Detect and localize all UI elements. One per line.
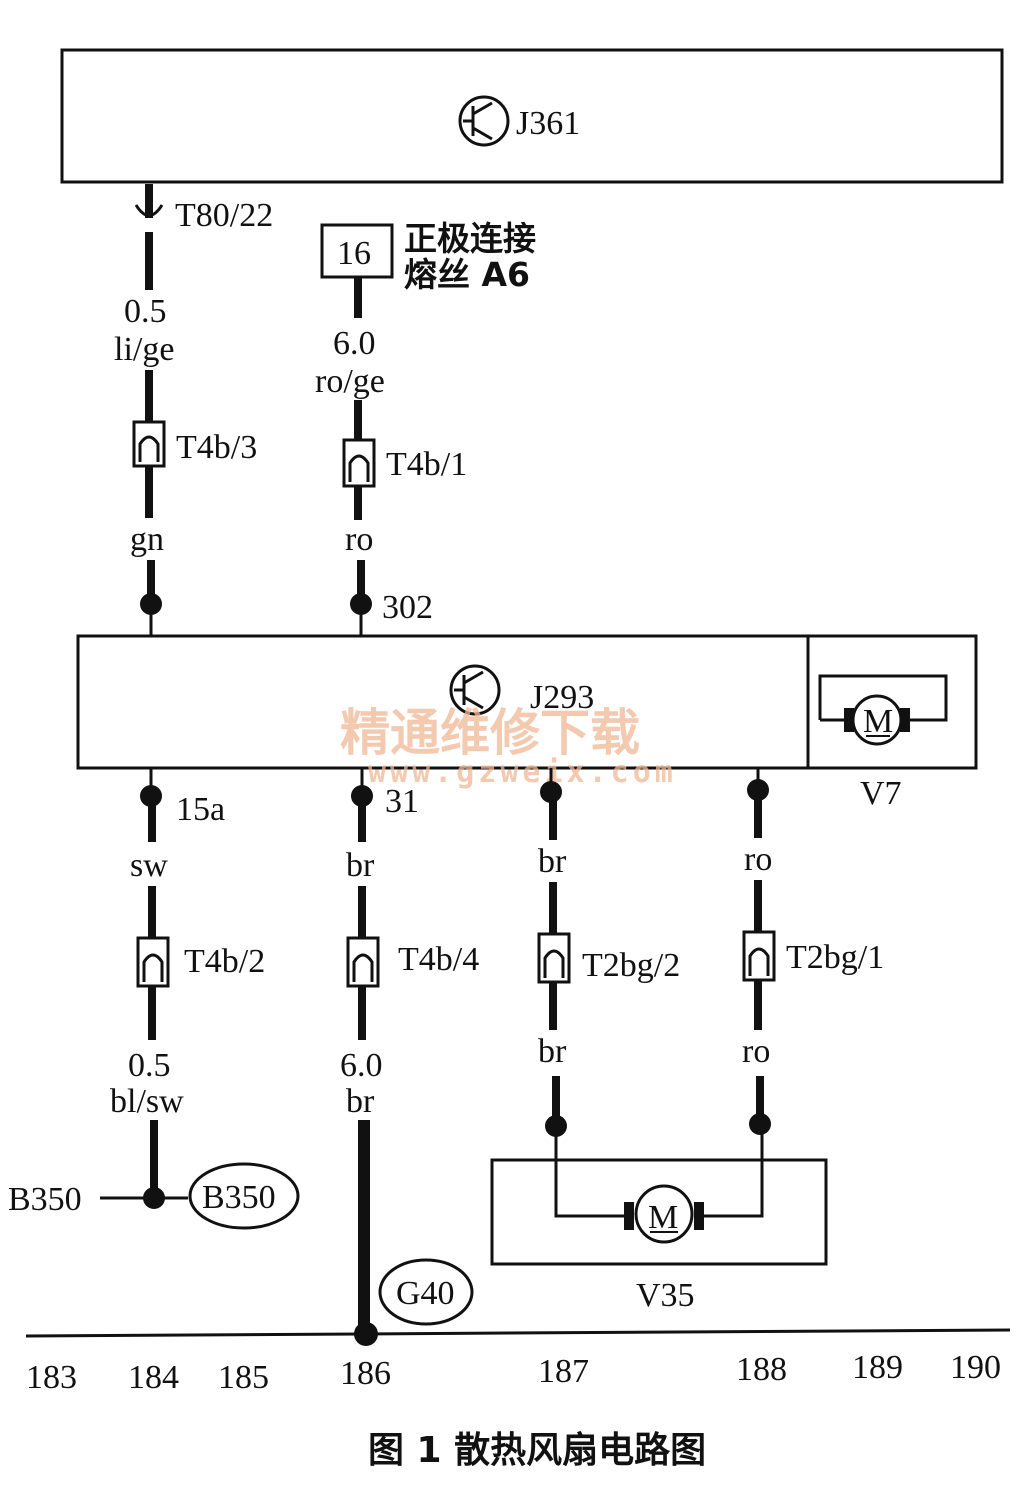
fuse-number: 16 bbox=[337, 235, 371, 272]
v35-box bbox=[490, 1158, 828, 1266]
connector-t2bg-1 bbox=[742, 930, 776, 982]
wire-186-mid-color: ro bbox=[345, 521, 373, 558]
svg-text:M: M bbox=[648, 1199, 678, 1236]
column-number: 187 bbox=[538, 1353, 589, 1390]
wire-184-bot-size: 0.5 bbox=[128, 1047, 171, 1084]
column-number: 189 bbox=[852, 1349, 903, 1386]
figure-caption: 图 1 散热风扇电路图 bbox=[368, 1430, 706, 1471]
wire-188-color-b: ro bbox=[742, 1033, 770, 1070]
ground-g40-circle bbox=[378, 1258, 474, 1326]
v35-motor-icon: M bbox=[624, 1184, 704, 1244]
connector-t4b-2 bbox=[136, 936, 170, 988]
wire-187-color-b: br bbox=[538, 1033, 567, 1070]
connector-t4b-3 bbox=[132, 420, 166, 468]
column-number: 188 bbox=[736, 1351, 787, 1388]
wire-184-mid-color: gn bbox=[130, 521, 164, 558]
wire-186-bot-color-a: br bbox=[346, 847, 375, 884]
v7-motor-icon: M bbox=[844, 694, 910, 746]
column-number: 183 bbox=[26, 1359, 77, 1396]
watermark-url: www.gzweix.com bbox=[368, 755, 677, 790]
connector-t4b-4 bbox=[346, 936, 380, 988]
terminal-31: 31 bbox=[385, 783, 419, 820]
j293-label: J293 bbox=[530, 679, 594, 716]
ground-b350-circle-label: B350 bbox=[202, 1179, 276, 1216]
wire-186-top-color: ro/ge bbox=[315, 363, 385, 400]
terminal-15a: 15a bbox=[176, 791, 225, 828]
transistor-icon bbox=[449, 664, 501, 716]
v7-label: V7 bbox=[860, 775, 902, 812]
column-number: 190 bbox=[950, 1349, 1001, 1386]
connector-t4b-4-label: T4b/4 bbox=[398, 941, 479, 978]
connector-t2bg-2 bbox=[537, 932, 571, 984]
wire-184-bot-color-b: bl/sw bbox=[110, 1083, 184, 1120]
column-number: 185 bbox=[218, 1359, 269, 1396]
j361-box bbox=[60, 48, 1004, 184]
junction-188-bottom bbox=[749, 1113, 771, 1135]
ground-g40-label: G40 bbox=[396, 1275, 455, 1312]
watermark-cn: 精通维修下载 bbox=[340, 704, 640, 762]
v35-wiring bbox=[554, 1124, 764, 1218]
ground-b350-circle bbox=[188, 1162, 300, 1230]
terminal-302: 302 bbox=[382, 589, 433, 626]
svg-text:M: M bbox=[863, 703, 893, 740]
wire-186-top-size: 6.0 bbox=[333, 325, 376, 362]
column-number: 186 bbox=[340, 1355, 391, 1392]
junction-b350 bbox=[143, 1187, 165, 1209]
ground-bus bbox=[25, 1328, 1011, 1338]
connector-t4b-1 bbox=[342, 438, 376, 488]
fuse-desc-line2: 熔丝 A6 bbox=[404, 255, 530, 294]
v35-label: V35 bbox=[636, 1277, 695, 1314]
connector-t4b-2-label: T4b/2 bbox=[184, 943, 265, 980]
connector-t4b-3-label: T4b/3 bbox=[176, 429, 257, 466]
transistor-icon bbox=[458, 95, 510, 147]
fuse-desc-line1: 正极连接 bbox=[404, 219, 536, 258]
wire-186-bot-size: 6.0 bbox=[340, 1047, 383, 1084]
wire-187-color-a: br bbox=[538, 843, 567, 880]
ground-b350-line: B350 bbox=[8, 1181, 82, 1218]
connector-t80-22-label: T80/22 bbox=[175, 197, 273, 234]
wire-184-bot-color-a: sw bbox=[130, 847, 168, 884]
connector-t4b-1-label: T4b/1 bbox=[386, 446, 467, 483]
wire-184-top-size: 0.5 bbox=[124, 293, 167, 330]
j361-label: J361 bbox=[516, 105, 580, 142]
v7-loop bbox=[818, 674, 948, 722]
j293-box bbox=[76, 634, 978, 770]
connector-t2bg-2-label: T2bg/2 bbox=[582, 947, 680, 984]
connector-t2bg-1-label: T2bg/1 bbox=[786, 939, 884, 976]
wire-188-color-a: ro bbox=[744, 841, 772, 878]
wire-184-top-color: li/ge bbox=[114, 331, 174, 368]
wire-186-bot-color-b: br bbox=[346, 1083, 375, 1120]
column-number: 184 bbox=[128, 1359, 179, 1396]
